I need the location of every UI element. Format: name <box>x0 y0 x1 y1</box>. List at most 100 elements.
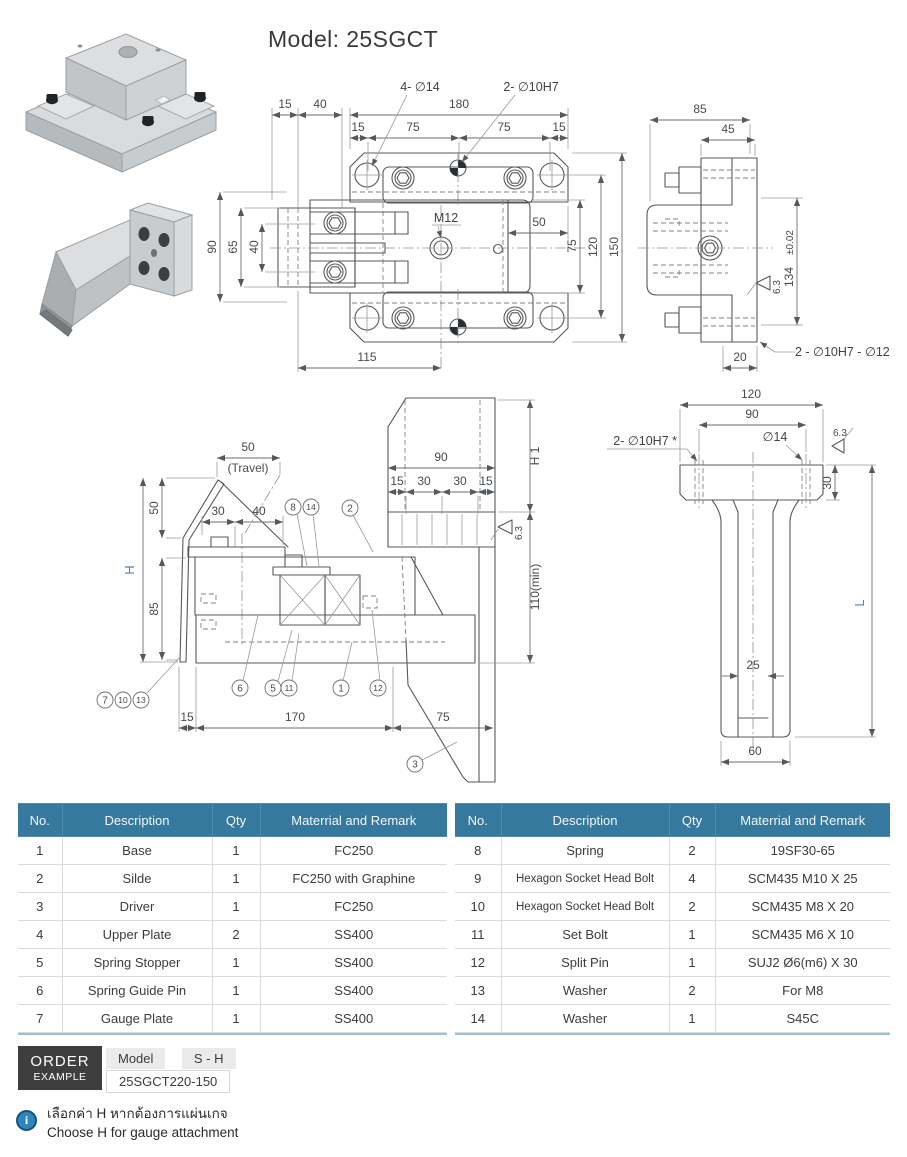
drawing-top-views: 15 40 180 15 75 75 15 4- ∅14 2- ∅10H7 M1… <box>205 80 890 372</box>
col-header-description: Description <box>500 803 670 837</box>
cell-material: SCM435 M6 X 10 <box>714 920 890 949</box>
svg-text:7: 7 <box>102 696 108 707</box>
col-header-qty: Qty <box>211 803 261 837</box>
col-header-material: Materrial and Remark <box>714 803 890 837</box>
surface-finish-front: 6.3 <box>514 526 525 540</box>
cell-description: Split Pin <box>500 948 670 977</box>
cell-no: 13 <box>455 976 502 1005</box>
table-row: 2 Silde 1 FC250 with Graphine <box>18 864 447 893</box>
cell-description: Base <box>61 836 213 865</box>
callout-1: 1 <box>332 679 350 697</box>
order-model-label: Model <box>106 1048 166 1069</box>
cell-qty: 1 <box>211 1004 261 1033</box>
dim-40: 40 <box>252 504 266 518</box>
dim-110min: 110(min) <box>528 564 542 610</box>
svg-text:14: 14 <box>306 502 316 512</box>
travel-note: (Travel) <box>228 461 269 475</box>
dim-134-tolerance: ±0.02 <box>785 230 796 255</box>
cell-material: SS400 <box>259 976 447 1005</box>
dim-30-c2: 30 <box>453 474 467 488</box>
surface-finish-side: 6.3 <box>772 280 783 294</box>
dim-150-rightchain: 150 <box>607 237 621 257</box>
cell-no: 9 <box>455 864 502 893</box>
table-row: 9 Hexagon Socket Head Bolt 4 SCM435 M10 … <box>455 864 890 893</box>
dim-H1: H 1 <box>528 446 542 465</box>
cell-qty: 1 <box>211 948 261 977</box>
order-tag-line1: ORDER <box>30 1053 90 1071</box>
svg-text:5: 5 <box>270 684 276 695</box>
parts-table-right: No. Description Qty Materrial and Remark… <box>455 803 890 1035</box>
dim-50-right: 50 <box>532 215 546 229</box>
note-thai: เลือกค่า H หากต้องการแผ่นเกจ <box>47 1106 228 1121</box>
order-code-row: 25SGCT220-150 <box>106 1070 231 1093</box>
col-header-material: Materrial and Remark <box>259 803 447 837</box>
dim-30: 30 <box>211 504 225 518</box>
cell-qty: 1 <box>668 948 716 977</box>
callout-13: 13 <box>132 691 150 709</box>
cell-description: Spring Stopper <box>61 948 213 977</box>
cell-no: 5 <box>18 948 63 977</box>
order-model-row: Model S - H <box>106 1048 236 1069</box>
info-icon: i <box>16 1110 37 1131</box>
callout-3: 3 <box>406 755 424 773</box>
table-row: 6 Spring Guide Pin 1 SS400 <box>18 976 447 1005</box>
label-2xd10h7: 2- ∅10H7 <box>503 80 558 94</box>
cell-qty: 2 <box>668 976 716 1005</box>
cell-description: Hexagon Socket Head Bolt <box>500 864 670 893</box>
label-m12: M12 <box>434 211 458 225</box>
cell-description: Hexagon Socket Head Bolt <box>500 892 670 921</box>
dim-25-driver: 25 <box>746 658 760 672</box>
dim-85-vert: 85 <box>147 602 161 616</box>
cell-no: 2 <box>18 864 63 893</box>
svg-text:13: 13 <box>136 695 146 705</box>
table-row: 10 Hexagon Socket Head Bolt 2 SCM435 M8 … <box>455 892 890 921</box>
cell-qty: 1 <box>211 976 261 1005</box>
dim-90-driver: 90 <box>745 407 759 421</box>
svg-text:2: 2 <box>347 504 353 515</box>
label-d14: ∅14 <box>763 430 788 444</box>
cell-no: 3 <box>18 892 63 921</box>
dim-50-vert: 50 <box>147 501 161 515</box>
cell-no: 10 <box>455 892 502 921</box>
cell-description: Silde <box>61 864 213 893</box>
dim-50-travel: 50 <box>241 440 255 454</box>
callout-5: 5 <box>264 679 282 697</box>
table-row: 13 Washer 2 For M8 <box>455 976 890 1005</box>
cell-material: SS400 <box>259 1004 447 1033</box>
cell-no: 14 <box>455 1004 502 1033</box>
cell-no: 12 <box>455 948 502 977</box>
cell-qty: 1 <box>211 864 261 893</box>
cell-material: SS400 <box>259 948 447 977</box>
dim-20-side: 20 <box>733 350 747 364</box>
note-block: i เลือกค่า H หากต้องการแผ่นเกจ Choose H … <box>16 1104 238 1142</box>
callout-6: 6 <box>231 679 249 697</box>
dim-40-topleft: 40 <box>313 97 327 111</box>
parts-table-left: No. Description Qty Materrial and Remark… <box>18 803 447 1035</box>
cell-qty: 4 <box>668 864 716 893</box>
order-tag-line2: EXAMPLE <box>33 1070 87 1083</box>
cell-qty: 1 <box>211 892 261 921</box>
col-header-no: No. <box>455 803 502 837</box>
dim-15-c1: 15 <box>390 474 404 488</box>
cell-no: 4 <box>18 920 63 949</box>
cell-no: 8 <box>455 836 502 865</box>
label-driver-holes: 2- ∅10H7 * <box>613 434 677 448</box>
order-model-code: S - H <box>181 1048 236 1069</box>
drawing-bottom-views: 6.3 8 14 2 6 5 11 1 12 7 10 13 3 <box>96 387 876 783</box>
dim-170: 170 <box>285 710 305 724</box>
cell-description: Washer <box>500 1004 670 1033</box>
dim-15-c2: 15 <box>479 474 493 488</box>
dim-65-leftchain: 65 <box>226 240 240 254</box>
callout-14: 14 <box>302 498 320 516</box>
table-row: 8 Spring 2 19SF30-65 <box>455 836 890 865</box>
table-row: 11 Set Bolt 1 SCM435 M6 X 10 <box>455 920 890 949</box>
svg-text:10: 10 <box>118 695 128 705</box>
dim-120-rightchain: 120 <box>586 237 600 257</box>
dim-120-driver: 120 <box>741 387 761 401</box>
cell-qty: 1 <box>211 836 261 865</box>
cell-qty: 1 <box>668 1004 716 1033</box>
svg-text:12: 12 <box>373 683 383 693</box>
svg-text:3: 3 <box>412 760 418 771</box>
front-view: 6.3 8 14 2 6 5 11 1 12 7 10 13 3 <box>96 397 542 783</box>
